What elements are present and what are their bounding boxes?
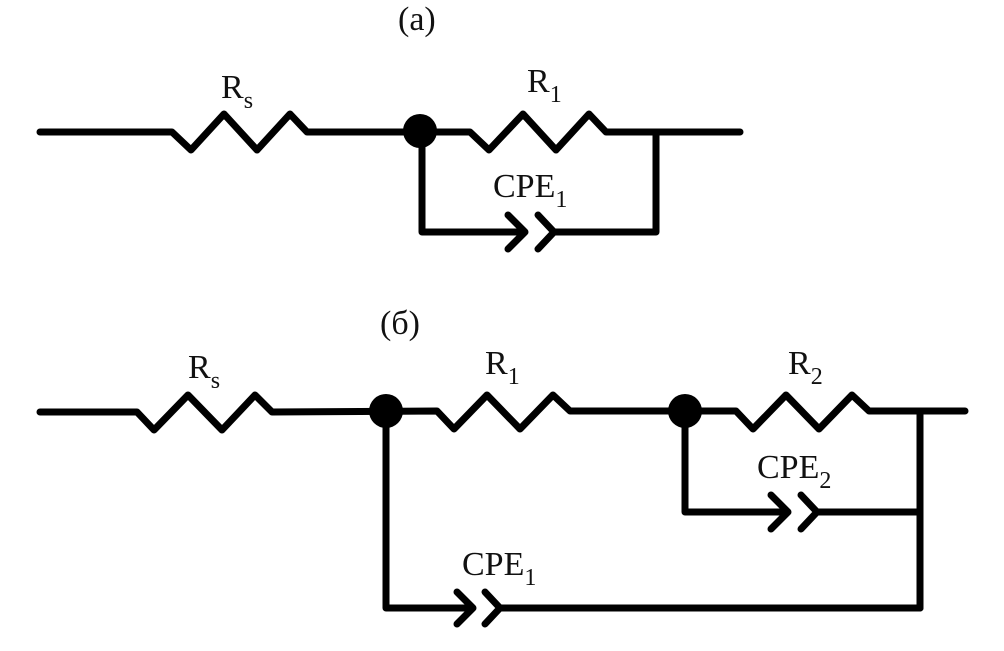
circuit-a-main-wire bbox=[36, 110, 744, 154]
circuit-b: (б) Rs R1 R2 CPE2 CPE1 bbox=[36, 305, 969, 628]
circuit-b-r1-label: R1 bbox=[485, 345, 520, 390]
circuit-a-r1-label: R1 bbox=[527, 63, 562, 108]
circuit-a-rs-label: Rs bbox=[221, 69, 253, 114]
circuit-a-cpe1-chevron-1 bbox=[504, 211, 529, 253]
circuit-a-title: (а) bbox=[398, 1, 436, 38]
circuit-b-cpe2-chevron-1 bbox=[767, 491, 792, 533]
circuit-a-cpe1-branch-right bbox=[550, 128, 660, 236]
circuit-b-cpe1-chevron-1 bbox=[453, 588, 477, 628]
circuit-b-cpe2-branch-left bbox=[681, 408, 791, 516]
circuit-b-title: (б) bbox=[380, 305, 420, 342]
circuit-a-cpe1-label: CPE1 bbox=[493, 168, 567, 213]
circuit-b-main-wire bbox=[36, 391, 969, 434]
circuit-b-cpe2-label: CPE2 bbox=[757, 449, 831, 494]
circuit-a-cpe1-branch-left bbox=[418, 128, 528, 236]
circuit-b-r2-label: R2 bbox=[788, 345, 823, 390]
circuit-b-cpe1-label: CPE1 bbox=[462, 546, 536, 591]
circuit-a: (а) Rs R1 CPE1 bbox=[36, 1, 744, 253]
circuit-b-cpe1-branch-left bbox=[382, 408, 475, 612]
circuit-b-rs-label: Rs bbox=[188, 349, 220, 394]
